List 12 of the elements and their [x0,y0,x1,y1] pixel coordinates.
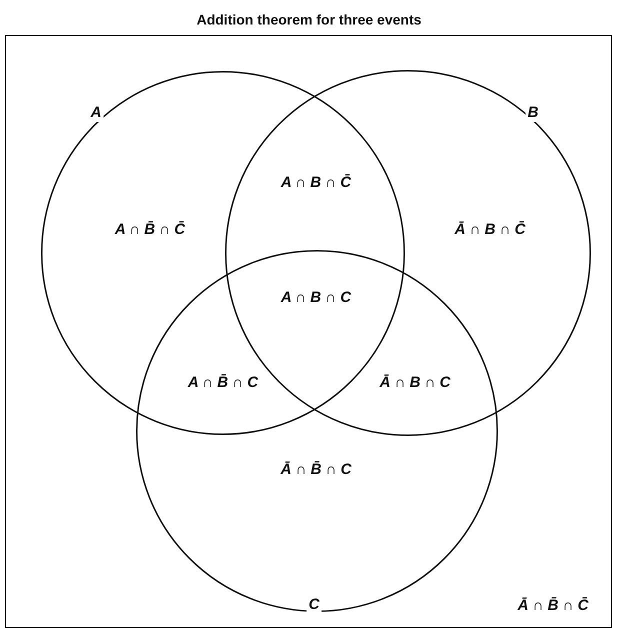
region-label: A ∩ B ∩ C̄ [280,174,352,192]
region-label: Ā ∩ B ∩ C̄ [454,221,526,239]
event-label: A [88,104,104,122]
region-label: A ∩ B̄ ∩ C̄ [114,221,186,239]
event-label: C [306,596,322,614]
event-label: B [526,104,540,122]
title: Addition theorem for three events [196,12,422,28]
region-label: Ā ∩ B ∩ C [380,374,450,392]
region-label: Ā ∩ B̄ ∩ C [280,461,352,479]
sample-space-frame [5,35,612,628]
region-label: A ∩ B ∩ C [280,289,352,307]
region-label: A ∩ B̄ ∩ C [188,374,258,392]
